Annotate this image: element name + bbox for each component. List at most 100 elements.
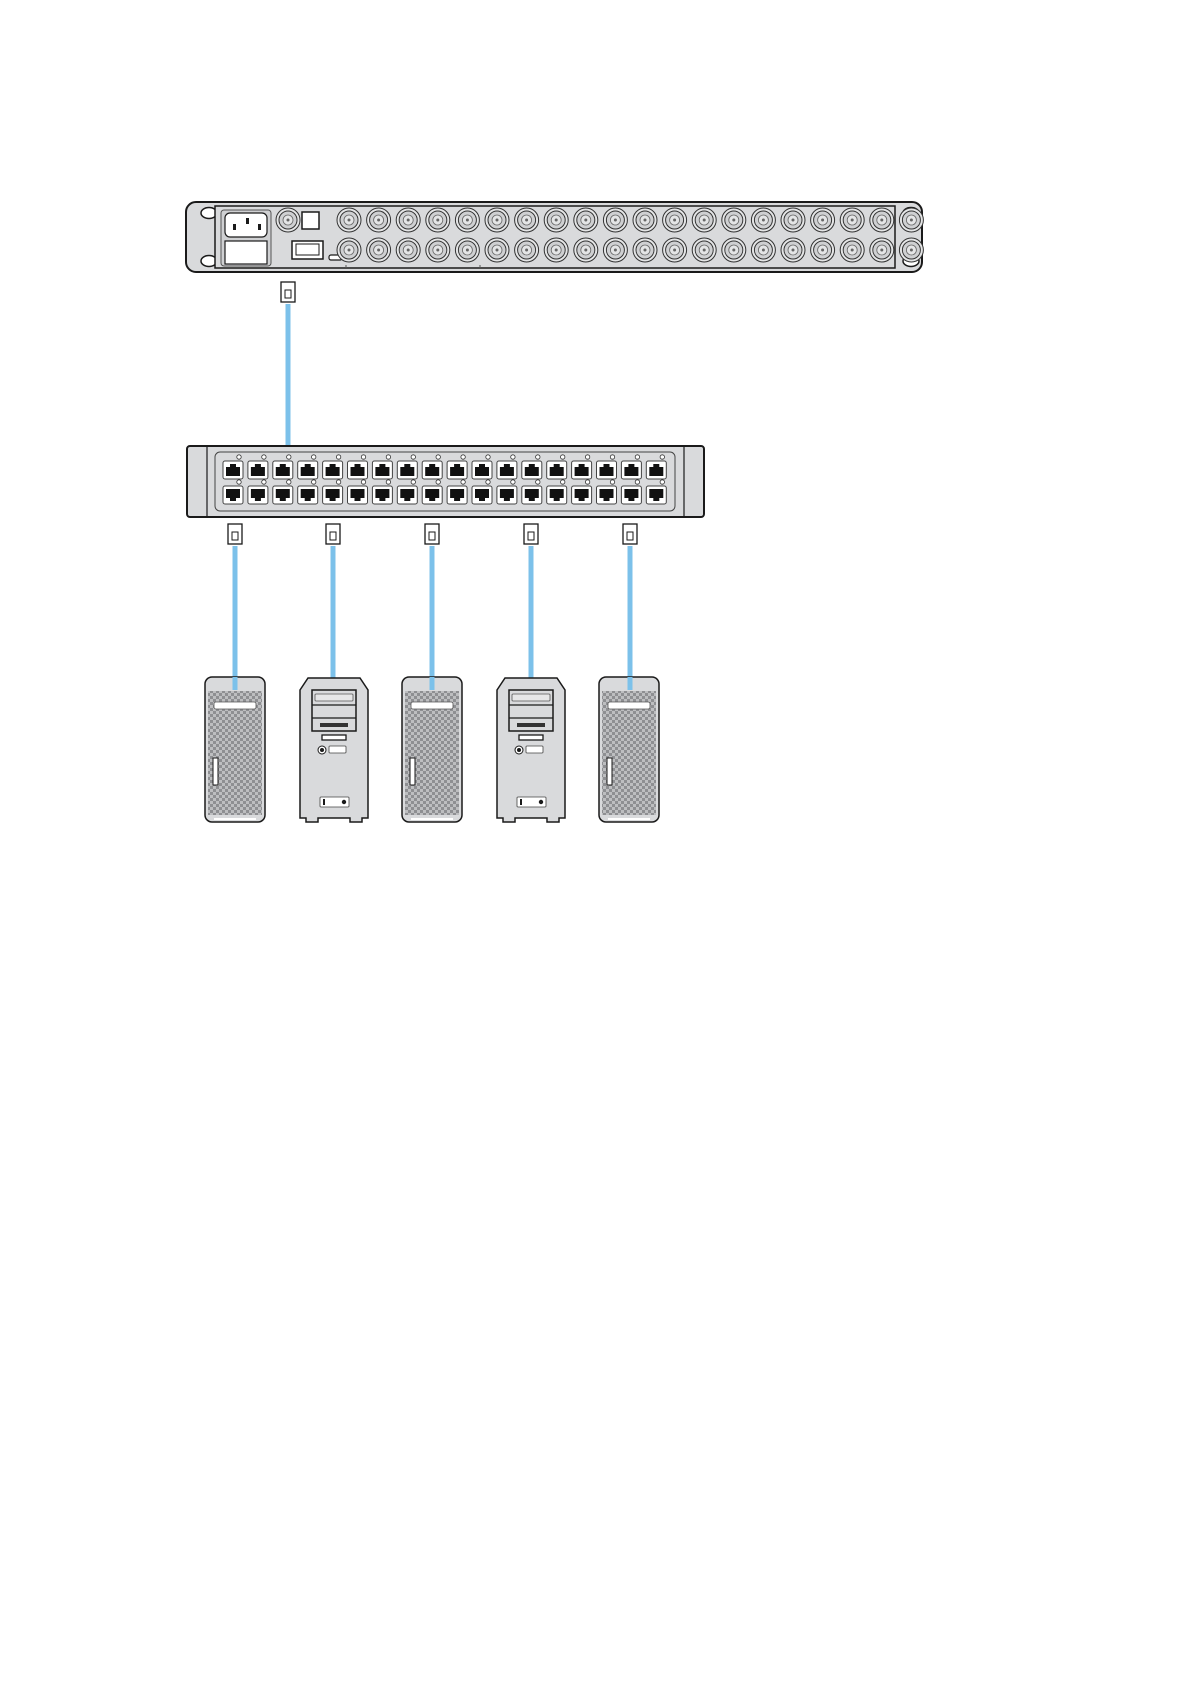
video-router-rear-panel bbox=[185, 201, 924, 273]
power-switch-icon bbox=[224, 240, 268, 265]
switch-port-icon bbox=[496, 460, 518, 480]
bnc-connector-icon bbox=[691, 207, 717, 233]
switch-port-icon bbox=[521, 460, 543, 480]
port-led-icon bbox=[261, 479, 267, 485]
port-led-icon bbox=[485, 479, 491, 485]
bnc-connector-icon bbox=[425, 237, 451, 263]
switch-port-icon bbox=[546, 485, 568, 505]
bnc-connector-icon bbox=[780, 237, 806, 263]
port-led-icon bbox=[435, 454, 441, 460]
bnc-connector-icon bbox=[425, 207, 451, 233]
bnc-connector-icon bbox=[336, 237, 362, 263]
front-ports-icon bbox=[328, 745, 347, 754]
port-led-icon bbox=[311, 479, 317, 485]
switch-port-icon bbox=[371, 460, 393, 480]
switch-port-icon bbox=[645, 460, 667, 480]
port-led-icon bbox=[286, 479, 292, 485]
switch-port-icon bbox=[347, 460, 368, 480]
port-led-icon bbox=[584, 454, 591, 460]
bnc-connector-icon bbox=[810, 207, 836, 233]
switch-port-icon bbox=[571, 485, 593, 505]
ethernet-switch bbox=[186, 445, 705, 518]
ethernet-cable bbox=[227, 523, 243, 690]
switch-port-icon bbox=[421, 485, 443, 505]
mac-pro-computer bbox=[204, 676, 266, 823]
bnc-connector-icon bbox=[898, 237, 924, 263]
switch-port-icon bbox=[322, 460, 344, 480]
switch-port-icon bbox=[297, 460, 319, 480]
port-led-icon bbox=[460, 454, 466, 460]
optical-drive-icon bbox=[314, 693, 354, 702]
switch-port-icon bbox=[247, 460, 269, 480]
port-led-icon bbox=[659, 454, 665, 460]
mac-pro-computer bbox=[401, 676, 463, 823]
handle-slot bbox=[213, 701, 257, 710]
bnc-connector-icon bbox=[543, 237, 569, 263]
switch-port-icon bbox=[446, 485, 468, 505]
front-panel-icon bbox=[319, 796, 350, 808]
front-ports-icon bbox=[525, 745, 544, 754]
switch-port-icon bbox=[446, 460, 468, 480]
bnc-connector-icon bbox=[780, 207, 806, 233]
port-led-icon bbox=[584, 479, 591, 485]
port-led-icon bbox=[560, 454, 566, 460]
bnc-connector-icon bbox=[869, 207, 895, 233]
port-led-icon bbox=[385, 479, 391, 485]
bnc-connector-icon bbox=[484, 237, 510, 263]
port-led-icon bbox=[535, 479, 541, 485]
bnc-connector-icon bbox=[336, 207, 362, 233]
port-led-icon bbox=[261, 454, 267, 460]
switch-port-icon bbox=[596, 485, 617, 505]
power-inlet-icon bbox=[224, 212, 268, 238]
switch-port-icon bbox=[222, 460, 244, 480]
switch-port-icon bbox=[272, 485, 294, 505]
port-led-icon bbox=[634, 479, 641, 485]
port-led-icon bbox=[335, 479, 342, 485]
bnc-connector-icon bbox=[454, 237, 480, 263]
bnc-connector-icon bbox=[662, 237, 688, 263]
rs422-port-icon bbox=[301, 211, 320, 230]
switch-port-icon bbox=[596, 460, 617, 480]
bnc-connector-icon bbox=[869, 237, 895, 263]
switch-port-icon bbox=[222, 485, 244, 505]
switch-port-icon bbox=[521, 485, 543, 505]
switch-port-icon bbox=[620, 485, 642, 505]
handle-slot bbox=[410, 701, 454, 710]
port-led-icon bbox=[510, 454, 516, 460]
bnc-connector-icon bbox=[721, 207, 747, 233]
bnc-connector-icon bbox=[839, 207, 865, 233]
optical-drive-icon bbox=[511, 693, 551, 702]
bnc-connector-icon bbox=[395, 237, 421, 263]
ethernet-cable bbox=[622, 523, 638, 690]
switch-port-icon bbox=[371, 485, 393, 505]
bnc-connector-icon bbox=[366, 207, 392, 233]
port-led-icon bbox=[360, 454, 367, 460]
port-led-icon bbox=[659, 479, 665, 485]
switch-port-icon bbox=[546, 460, 568, 480]
switch-port-icon bbox=[620, 460, 642, 480]
bnc-connector-icon bbox=[395, 207, 421, 233]
switch-port-icon bbox=[571, 460, 593, 480]
switch-port-icon bbox=[322, 485, 344, 505]
port-led-icon bbox=[410, 479, 416, 485]
bnc-connector-icon bbox=[573, 207, 599, 233]
bnc-connector-icon bbox=[573, 237, 599, 263]
bnc-connector-icon bbox=[721, 237, 747, 263]
bnc-connector-icon bbox=[898, 207, 924, 233]
port-led-icon bbox=[634, 454, 641, 460]
tower-computer bbox=[299, 677, 369, 823]
front-panel-icon bbox=[516, 796, 547, 808]
tower-computer bbox=[496, 677, 566, 823]
handle-slot bbox=[607, 701, 651, 710]
ethernet-cable bbox=[424, 523, 440, 690]
bnc-connector-icon bbox=[632, 207, 658, 233]
bnc-connector-icon bbox=[484, 207, 510, 233]
port-led-icon bbox=[385, 454, 391, 460]
bnc-connector-icon bbox=[750, 237, 776, 263]
port-led-icon bbox=[360, 479, 367, 485]
port-led-icon bbox=[286, 454, 292, 460]
port-led-icon bbox=[236, 479, 242, 485]
switch-port-icon bbox=[471, 460, 493, 480]
front-ports-icon bbox=[606, 757, 613, 786]
